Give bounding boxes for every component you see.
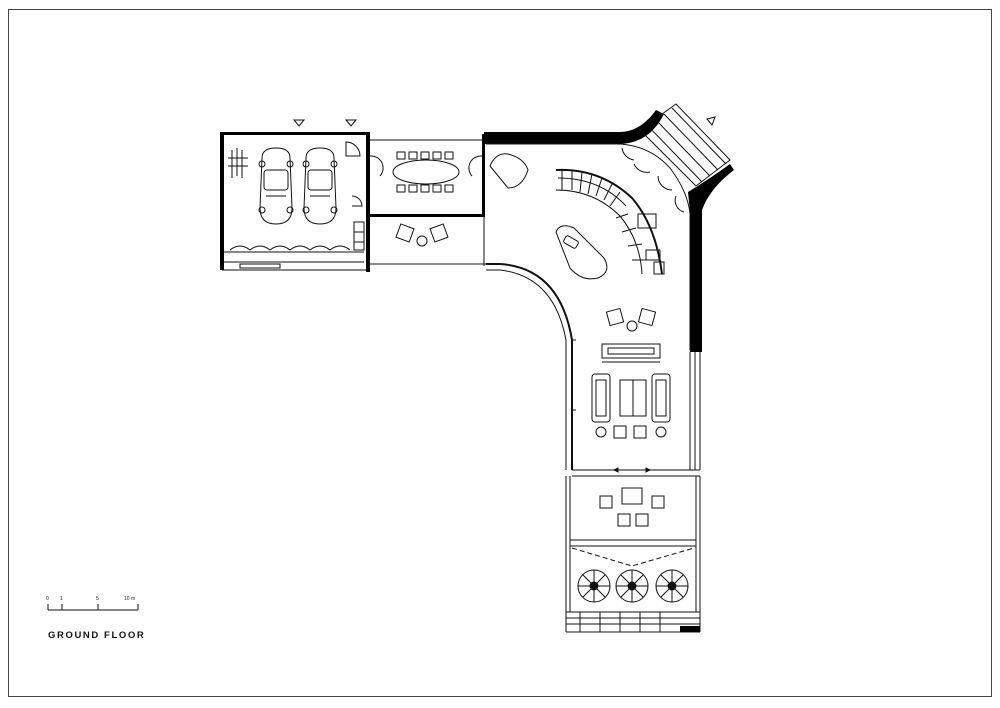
kitchen-island	[555, 225, 608, 280]
dining-room	[369, 134, 486, 266]
scale-label-1: 1	[60, 596, 63, 602]
garage	[220, 132, 370, 272]
scale-label-10: 10 m	[124, 596, 136, 602]
fireplace	[601, 343, 661, 363]
tree-icon	[615, 569, 649, 603]
scale-label-5: 5	[96, 596, 99, 602]
drawing-title: GROUND FLOOR	[48, 630, 146, 641]
kitchen-counter	[555, 168, 665, 275]
scale-label-0: 0	[46, 596, 49, 602]
living-wing	[484, 103, 734, 477]
car-icon	[302, 147, 338, 225]
sofa-icon	[591, 373, 671, 439]
drawing-frame	[8, 9, 992, 697]
terrace	[565, 467, 701, 633]
north-arrow-icon	[292, 116, 716, 127]
workbench-icon	[228, 148, 248, 178]
car-icon	[258, 147, 294, 225]
armchair-icon	[395, 223, 449, 247]
scale-bar	[47, 604, 139, 611]
tree-icon	[577, 569, 611, 603]
chair-icon	[396, 151, 454, 193]
tree-icon	[655, 569, 689, 603]
armchair-icon	[605, 307, 657, 332]
